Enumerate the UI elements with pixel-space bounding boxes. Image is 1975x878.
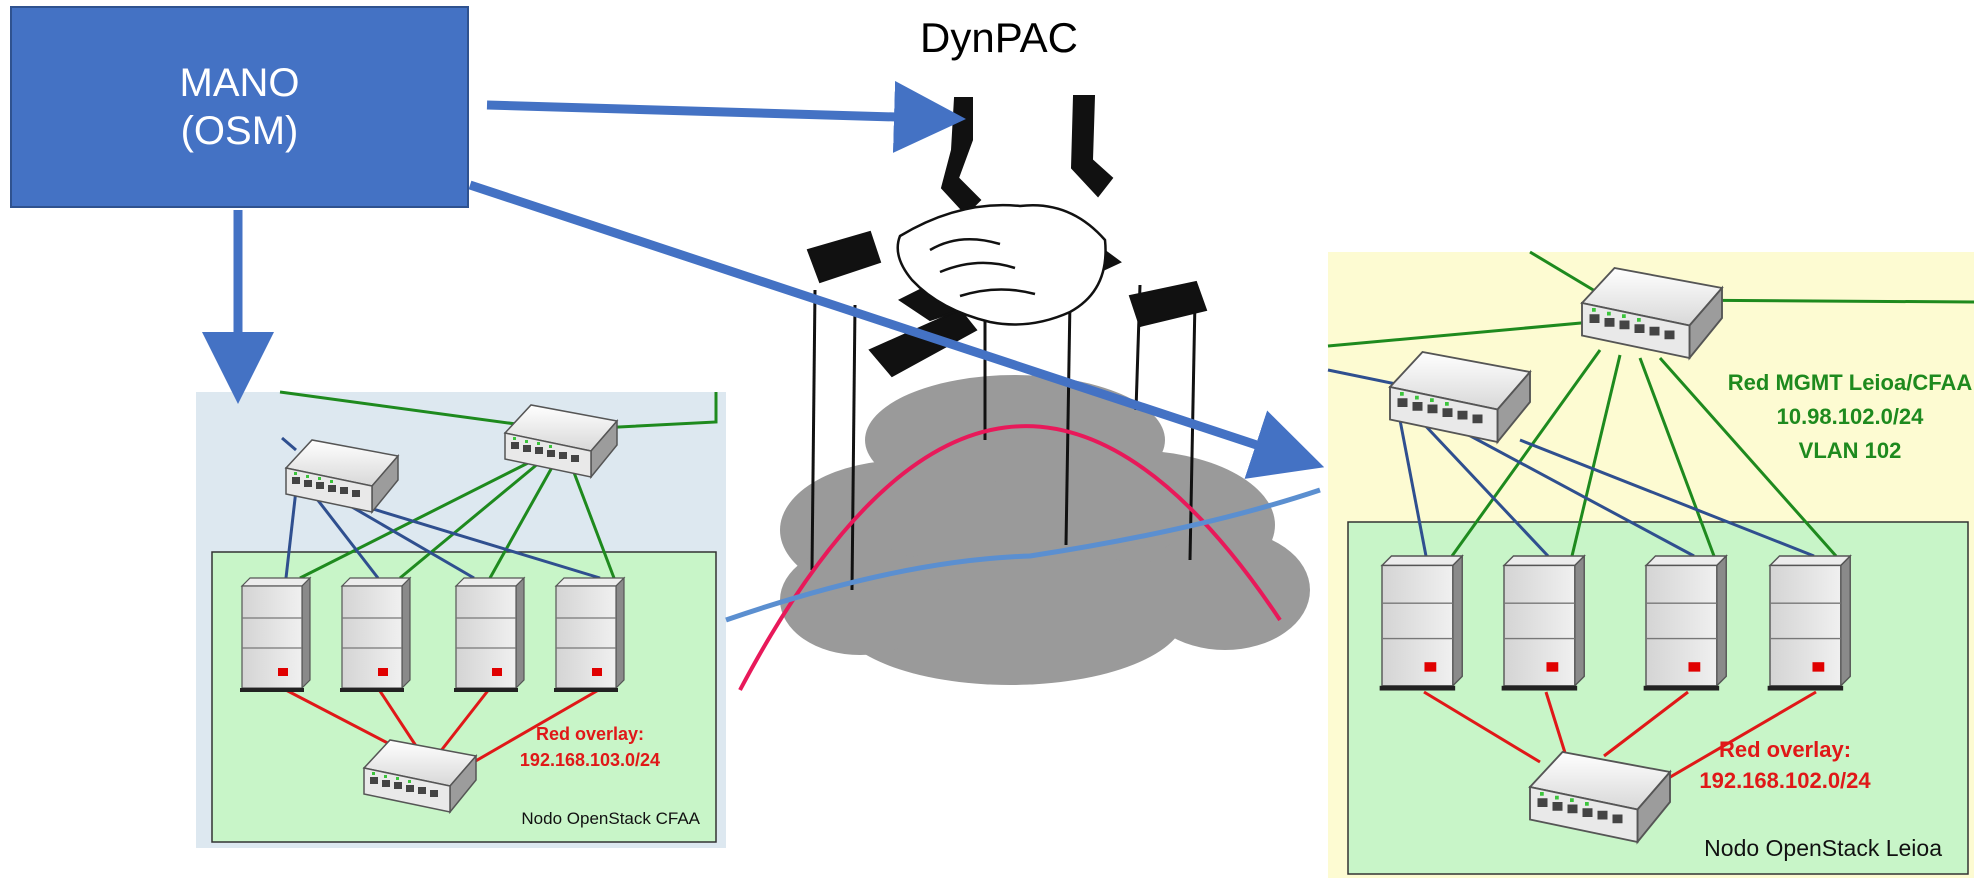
hand-fingers xyxy=(929,238,1036,298)
puppet-strings xyxy=(810,284,1197,591)
server-cfaa-2 xyxy=(339,577,411,693)
arrow-to-dynpac xyxy=(486,80,966,153)
arrow-to-leioa xyxy=(468,180,1325,479)
server-cfaa-1 xyxy=(239,577,311,693)
overlay-label-leioa: Red overlay: xyxy=(1719,737,1851,762)
mano-title: MANO xyxy=(179,61,300,105)
overlay-links-cfaa xyxy=(281,686,603,772)
mgmt-net-leioa: 10.98.102.0/24 xyxy=(1777,404,1925,429)
site-cfaa: Red overlay: 192.168.103.0/24 Nodo OpenS… xyxy=(196,390,726,848)
overlay-curve xyxy=(738,424,1282,691)
dynpac-cloud-group xyxy=(725,95,1321,691)
server-cfaa-3 xyxy=(453,577,525,693)
mano-arrows xyxy=(202,80,1325,479)
server-leioa-2 xyxy=(1500,555,1585,692)
data-curve xyxy=(725,487,1321,623)
mano-subtitle: (OSM) xyxy=(180,109,299,153)
mgmt-vlan-leioa: VLAN 102 xyxy=(1799,438,1902,463)
overlay-label-cfaa: Red overlay: xyxy=(536,724,644,744)
server-leioa-3 xyxy=(1642,555,1727,692)
overlay-net-leioa: 192.168.102.0/24 xyxy=(1699,768,1871,793)
site-leioa: Red MGMT Leioa/CFAA 10.98.102.0/24 VLAN … xyxy=(1327,250,1975,878)
dynpac-title: DynPAC xyxy=(920,14,1078,61)
overlay-links-leioa xyxy=(1423,690,1817,792)
data-links-leioa xyxy=(1327,368,1815,558)
data-links-cfaa xyxy=(281,436,601,580)
server-leioa-1 xyxy=(1378,555,1463,692)
node-label-cfaa: Nodo OpenStack CFAA xyxy=(521,809,700,828)
server-leioa-4 xyxy=(1766,555,1851,692)
cloud-shape xyxy=(780,375,1310,685)
overlay-net-cfaa: 192.168.103.0/24 xyxy=(520,750,660,770)
mano-osm-box: MANO (OSM) xyxy=(10,6,469,208)
server-cfaa-4 xyxy=(553,577,625,693)
node-label-leioa: Nodo OpenStack Leioa xyxy=(1704,835,1942,861)
mgmt-label-leioa: Red MGMT Leioa/CFAA xyxy=(1728,370,1973,395)
